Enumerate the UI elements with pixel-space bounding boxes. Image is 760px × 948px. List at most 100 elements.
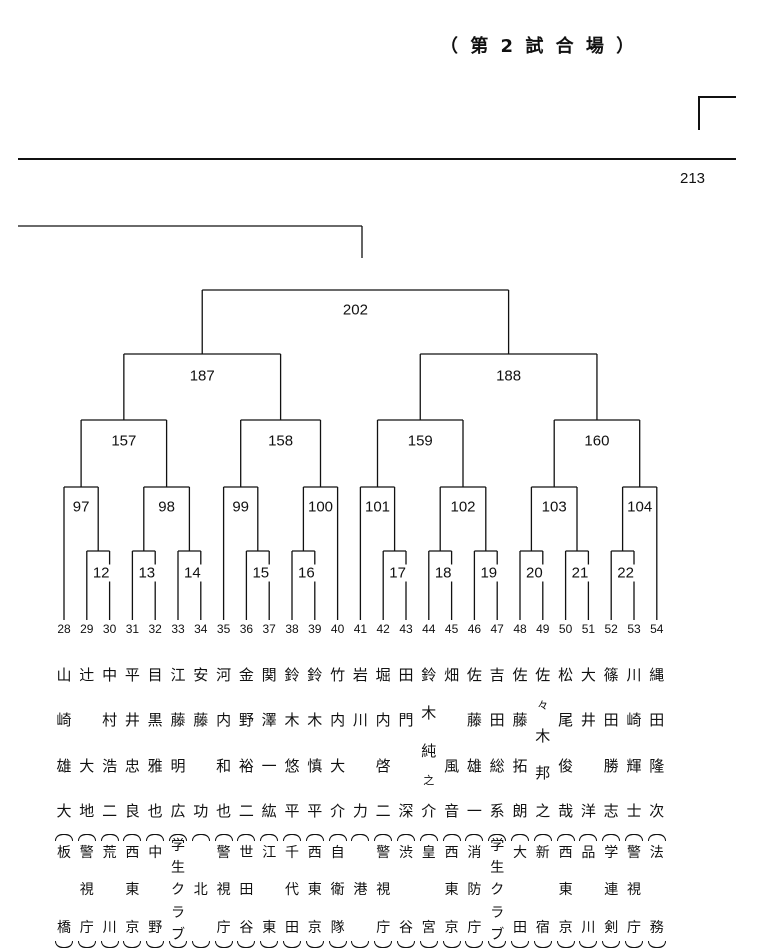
match-number-16: 16	[296, 564, 317, 582]
name-char: 辻	[79, 666, 95, 684]
seed-number: 53	[627, 622, 641, 636]
seed-number: 34	[194, 622, 208, 636]
seed-number: 54	[650, 622, 664, 636]
top-corner-rule-vertical	[698, 96, 700, 130]
player-entry: 篠田勝志学連剣	[601, 662, 621, 948]
name-char: 鈴	[307, 666, 323, 684]
name-char	[77, 707, 97, 733]
match-number-103: 103	[539, 498, 569, 516]
player-affiliation: 渋 谷	[397, 834, 415, 948]
name-char: 田	[398, 666, 414, 684]
match-number-97: 97	[70, 498, 92, 516]
affiliation-char: 警	[627, 845, 641, 862]
name-char: 佐	[512, 666, 528, 684]
seed-number: 33	[171, 622, 185, 636]
affiliation-char: 荒	[102, 845, 117, 862]
affiliation-char: 視	[79, 882, 94, 899]
player-affiliation: 品 川	[579, 834, 598, 948]
affiliation-char: 西	[307, 845, 322, 862]
name-char: 大	[580, 666, 596, 684]
player-entry: 山崎雄大板 橋	[54, 662, 74, 948]
player-affiliation: 西東京	[305, 834, 324, 948]
affiliation-char: 隊	[330, 919, 345, 936]
affiliation-char: 庁	[467, 919, 482, 936]
match-number-157: 157	[109, 432, 139, 450]
name-char: 朗	[512, 801, 528, 820]
name-char	[396, 753, 416, 779]
match-number-98: 98	[156, 498, 177, 516]
affiliation-char: 庁	[79, 919, 94, 936]
name-char: 士	[626, 801, 642, 820]
affiliation-char: 東	[307, 882, 322, 899]
affiliation-char: 野	[148, 919, 163, 936]
seed-number: 46	[467, 622, 482, 636]
match-number-20: 20	[524, 564, 545, 582]
name-char: 中	[102, 666, 118, 684]
player-entry: 堀内啓二警視庁	[373, 662, 393, 948]
name-char: 木	[284, 711, 300, 730]
match-number-99: 99	[230, 498, 252, 516]
name-char: 田	[649, 711, 665, 730]
player-affiliation: 港	[351, 834, 370, 948]
player-affiliation: 北	[191, 834, 210, 948]
player-name: 鈴木慎平	[305, 662, 325, 824]
player-affiliation: 警視庁	[214, 834, 233, 948]
player-affiliation: 学連剣	[602, 834, 621, 948]
player-affiliation: 警視庁	[625, 834, 643, 948]
affiliation-char: 品	[581, 845, 596, 862]
name-char: 井	[580, 711, 596, 730]
name-char: 堀	[375, 666, 391, 684]
affiliation-char: ラ	[490, 904, 505, 921]
page-number: 213	[680, 170, 706, 187]
name-char: 吉	[489, 666, 505, 684]
name-char: 藤	[170, 711, 186, 730]
player-entry: 縄田隆次法 務	[647, 662, 667, 948]
affiliation-char: 庁	[376, 919, 391, 936]
seed-number: 48	[513, 622, 527, 636]
player-entry: 安藤功 北	[191, 662, 211, 948]
name-char: 力	[352, 801, 368, 820]
match-number-22: 22	[615, 564, 636, 582]
match-number-187: 187	[187, 367, 217, 385]
name-char: 浩	[102, 756, 118, 775]
name-char: 畑	[444, 666, 460, 684]
name-char: 澤	[261, 711, 277, 730]
affiliation-char: 務	[649, 919, 664, 936]
player-name: 川崎輝士	[624, 662, 644, 824]
player-affiliation: 千代田	[283, 834, 301, 948]
name-char: 平	[124, 666, 140, 684]
player-affiliation: 学生クラブ	[169, 834, 187, 948]
name-char: 佐	[535, 666, 551, 684]
seed-number: 38	[285, 622, 299, 636]
player-entry: 鈴木慎平西東京	[305, 662, 325, 948]
seed-number: 50	[558, 622, 573, 636]
player-name: 鈴木純之介	[419, 662, 439, 824]
name-char: 安	[193, 666, 209, 684]
name-char: 紘	[261, 801, 277, 820]
name-char: 門	[398, 711, 414, 730]
name-char: 介	[421, 802, 437, 820]
name-char: 平	[284, 801, 300, 820]
player-affiliation: 西東京	[556, 834, 575, 948]
seed-number: 40	[330, 622, 345, 636]
affiliation-char	[420, 883, 438, 898]
name-char: 内	[216, 711, 232, 730]
name-char: 之	[535, 802, 551, 820]
name-char: 拓	[512, 756, 528, 775]
match-number-19: 19	[478, 564, 500, 582]
affiliation-char	[511, 883, 529, 898]
affiliation-char: 東	[558, 882, 573, 899]
affiliation-char	[192, 846, 210, 861]
match-number-13: 13	[136, 564, 158, 582]
player-entry: 平井忠良西東京	[122, 662, 142, 948]
name-char: 岩	[352, 666, 368, 684]
affiliation-char: 自	[330, 845, 345, 862]
player-name: 河内和也	[214, 662, 234, 824]
player-entry: 松尾俊哉西東京	[556, 662, 576, 948]
name-char: 裕	[238, 756, 254, 775]
affiliation-char: 大	[513, 845, 527, 862]
match-number-104: 104	[625, 498, 655, 516]
affiliation-char: 警	[79, 845, 94, 862]
affiliation-char: 京	[558, 919, 573, 936]
player-entry: 目黒雅也中 野	[145, 662, 165, 948]
